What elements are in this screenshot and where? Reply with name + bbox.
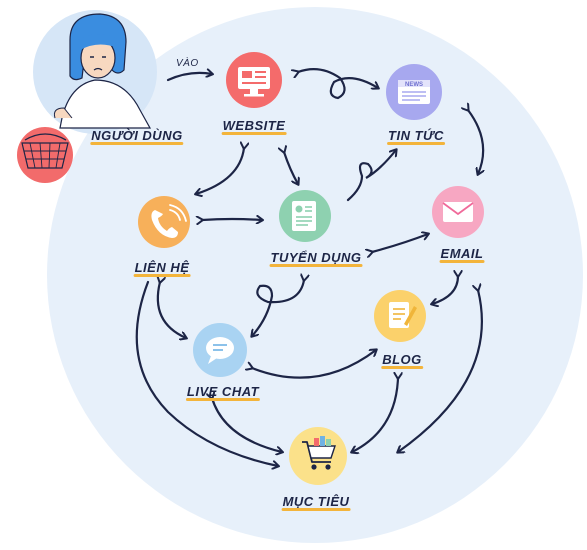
chat-bubble-icon: [206, 337, 234, 364]
label-website: WEBSITE: [221, 118, 287, 135]
arrow-livechat-blog: [252, 350, 376, 379]
label-tuyen-dung: TUYỂN DỤNG: [269, 250, 363, 267]
label-email: EMAIL: [439, 246, 485, 263]
envelope-icon: [442, 202, 474, 222]
node-email: [432, 186, 484, 238]
arrow-website-tuyendung: [284, 152, 298, 184]
label-lien-he: LIÊN HỆ: [133, 260, 191, 277]
node-livechat: [193, 323, 247, 377]
node-tuyendung: [279, 190, 331, 242]
svg-text:NEWS: NEWS: [405, 82, 423, 88]
arrow-tuyendung-livechat: [252, 280, 304, 336]
cart-icon: [302, 436, 336, 470]
user-icon: [53, 13, 152, 129]
arrow-website-tintuc: [298, 67, 378, 100]
arrow-livechat-muctieu: [212, 398, 282, 452]
phone-icon: [151, 204, 187, 238]
node-muctieu: [289, 427, 347, 485]
arrow-lienhe-livechat: [158, 282, 186, 338]
arrow-user-website: [166, 73, 212, 82]
arrow-email-muctieu: [398, 290, 483, 452]
node-website: [226, 52, 282, 108]
resume-icon: [292, 201, 316, 231]
label-tin-tuc: TIN TỨC: [387, 128, 445, 145]
arrow-tintuc-email: [468, 110, 483, 174]
arrow-tuyendung-tintuc: [346, 150, 396, 202]
arrow-tuyendung-email: [372, 234, 428, 252]
arrow-lienhe-tuyendung: [202, 219, 262, 220]
node-blog: [374, 290, 426, 342]
label-blog: BLOG: [381, 352, 423, 369]
basket-icon: [17, 127, 73, 183]
node-lienhe: [138, 196, 190, 248]
newspaper-icon: NEWS: [398, 80, 430, 104]
edge-label-vao: VÀO: [176, 58, 199, 69]
node-tintuc: NEWS: [386, 64, 442, 120]
monitor-icon: [238, 67, 270, 97]
arrows: [135, 67, 483, 466]
label-live-chat: LIVE CHAT: [185, 384, 261, 401]
label-muc-tieu: MỤC TIÊU: [281, 494, 351, 511]
arrow-website-lienhe: [196, 148, 244, 194]
notepad-icon: [389, 302, 417, 328]
label-nguoi-dung: NGƯỜI DÙNG: [90, 128, 184, 145]
